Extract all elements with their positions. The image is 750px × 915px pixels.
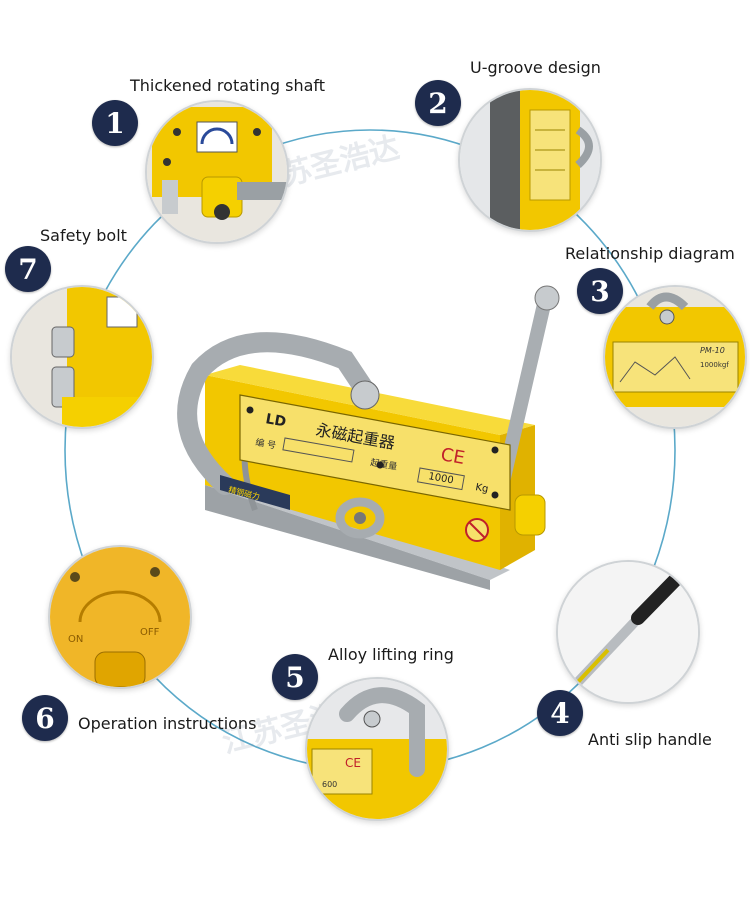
diagram-capacity-text: 1000kgf [700, 361, 729, 369]
plate-ce-mark: CE [439, 444, 466, 469]
ring-ce-text: CE [345, 756, 361, 770]
detail-anti-slip-handle [556, 560, 700, 704]
feature-badge-3: 3 [577, 268, 623, 314]
plate-serial-label: 编 号 [254, 436, 277, 451]
feature-badge-5: 5 [272, 654, 318, 700]
feature-badge-6: 6 [22, 695, 68, 741]
feature-label-7: Safety bolt [40, 226, 127, 245]
feature-label-5: Alloy lifting ring [328, 645, 454, 664]
feature-badge-1: 1 [92, 100, 138, 146]
detail-u-groove [458, 88, 602, 232]
feature-label-6: Operation instructions [78, 714, 257, 733]
plate-capacity-unit: Kg [474, 482, 489, 495]
dial-on-text: ON [68, 634, 83, 645]
plate-capacity-value: 1000 [427, 471, 454, 486]
feature-label-4: Anti slip handle [588, 730, 712, 749]
diagram-model-text: PM-10 [700, 346, 725, 355]
feature-label-1: Thickened rotating shaft [130, 76, 326, 95]
detail-alloy-lifting-ring: CE 600 [305, 677, 449, 821]
feature-badge-2: 2 [415, 80, 461, 126]
feature-label-2: U-groove design [470, 58, 601, 77]
detail-relationship-diagram: PM-10 1000kgf [603, 285, 747, 429]
feature-badge-7: 7 [5, 246, 51, 292]
detail-rotating-shaft [145, 100, 289, 244]
detail-operation-instructions: ON OFF [48, 545, 192, 689]
detail-safety-bolt [10, 285, 154, 429]
ring-value-text: 600 [322, 780, 337, 789]
feature-badge-4: 4 [537, 690, 583, 736]
plate-brand: LD [264, 411, 287, 430]
feature-label-3: Relationship diagram [565, 244, 735, 263]
product-image-magnetic-lifter: LD 永磁起重器 CE 编 号 起重量 1000 Kg 精钢磁力 [170, 280, 560, 590]
dial-off-text: OFF [140, 627, 160, 638]
